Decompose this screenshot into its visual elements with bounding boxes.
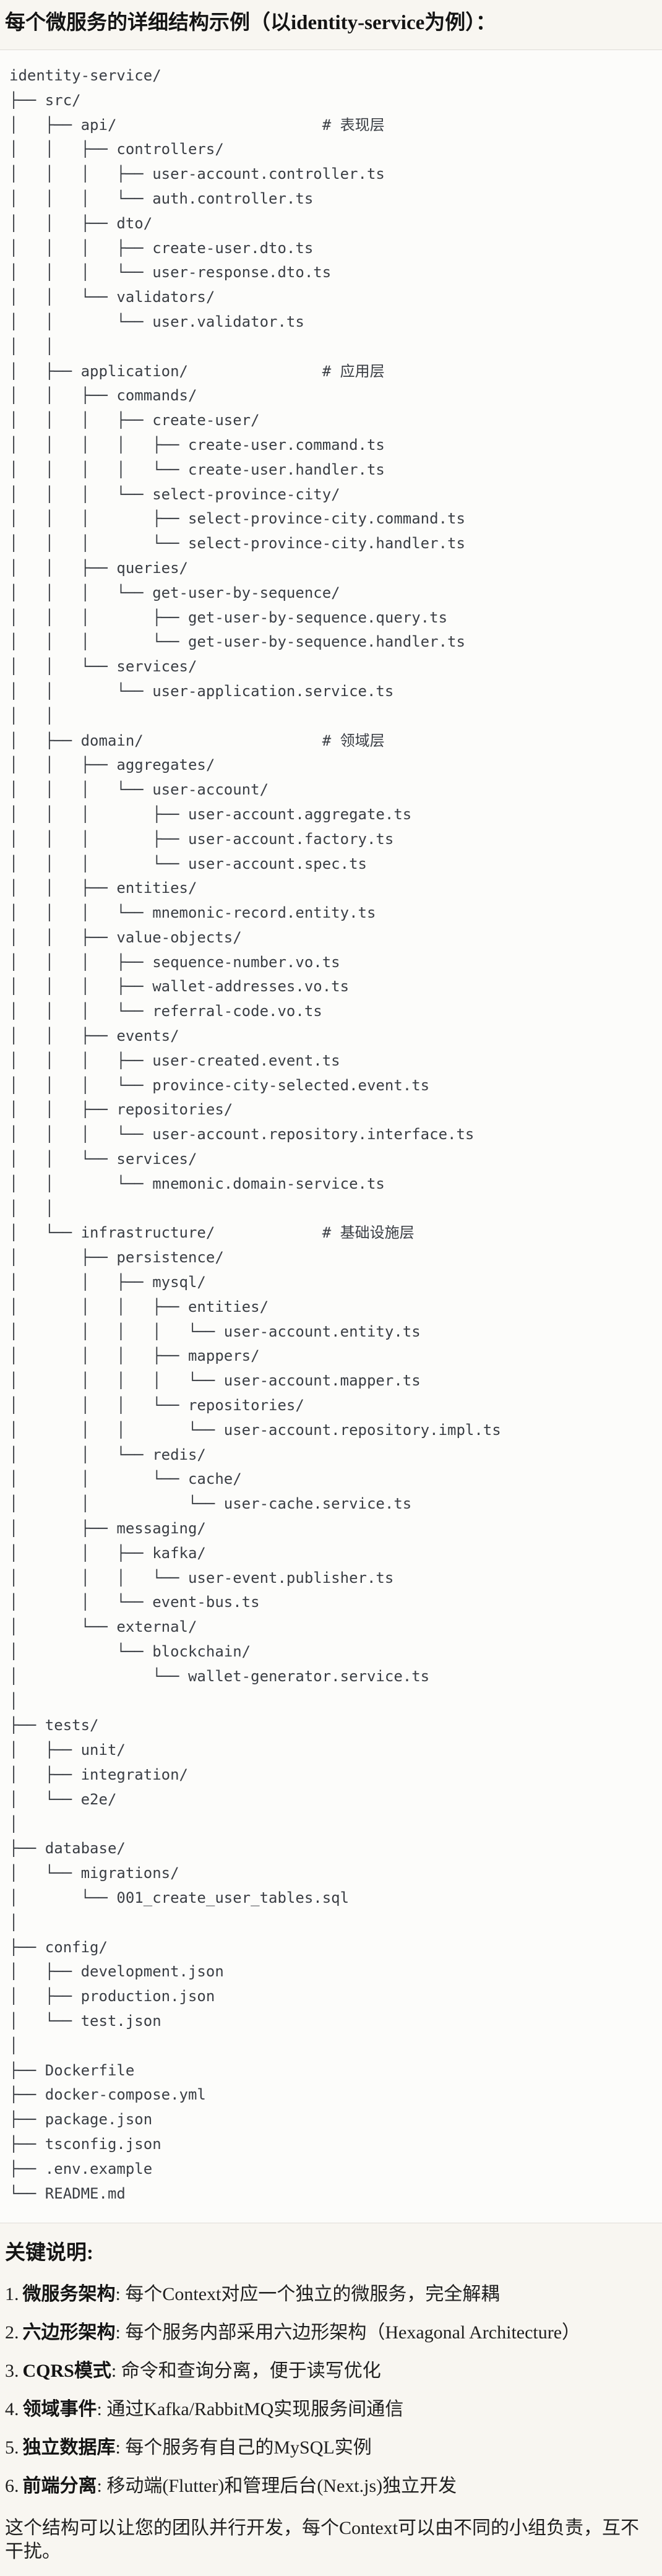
list-item-desc: 每个服务内部采用六边形架构（Hexagonal Architecture）: [125, 2322, 581, 2343]
list-item-term: 六边形架构: [22, 2322, 116, 2343]
list-item-desc: 移动端(Flutter)和管理后台(Next.js)独立开发: [106, 2476, 457, 2497]
directory-tree: identity-service/ ├── src/ │ ├── api/ # …: [9, 67, 501, 2202]
list-item-term: 独立数据库: [22, 2437, 116, 2458]
list-item-desc: 通过Kafka/RabbitMQ实现服务间通信: [106, 2399, 404, 2420]
list-item-separator: :: [115, 2437, 126, 2458]
notes-heading: 关键说明:: [5, 2242, 93, 2265]
notes-list: 1.微服务架构: 每个Context对应一个独立的微服务，完全解耦 2.六边形架…: [5, 2283, 657, 2498]
list-item: 4.领域事件: 通过Kafka/RabbitMQ实现服务间通信: [5, 2398, 657, 2421]
list-item: 6.前端分离: 移动端(Flutter)和管理后台(Next.js)独立开发: [5, 2475, 657, 2498]
list-item-desc: 命令和查询分离，便于读写优化: [121, 2361, 381, 2382]
list-item-separator: :: [115, 2284, 126, 2305]
list-item-number: 3.: [5, 2361, 19, 2382]
list-item-term: CQRS模式: [22, 2361, 111, 2382]
list-item: 5.独立数据库: 每个服务有自己的MySQL实例: [5, 2436, 657, 2460]
list-item-number: 5.: [5, 2437, 19, 2458]
list-item-number: 2.: [5, 2322, 19, 2343]
list-item-separator: :: [111, 2361, 121, 2382]
list-item: 2.六边形架构: 每个服务内部采用六边形架构（Hexagonal Archite…: [5, 2321, 657, 2345]
list-item-separator: :: [97, 2399, 107, 2420]
list-item-number: 1.: [5, 2284, 19, 2305]
closing-paragraph: 这个结构可以让您的团队并行开发，每个Context可以由不同的小组负责，互不干扰…: [5, 2518, 639, 2562]
page-title: 每个微服务的详细结构示例（以identity-service为例）：: [5, 12, 496, 34]
list-item-term: 前端分离: [22, 2476, 97, 2497]
list-item: 1.微服务架构: 每个Context对应一个独立的微服务，完全解耦: [5, 2283, 657, 2306]
list-item: 3.CQRS模式: 命令和查询分离，便于读写优化: [5, 2359, 657, 2383]
code-block: identity-service/ ├── src/ │ ├── api/ # …: [0, 50, 662, 2224]
list-item-separator: :: [115, 2322, 126, 2343]
list-item-separator: :: [97, 2476, 107, 2497]
list-item-number: 4.: [5, 2399, 19, 2420]
list-item-desc: 每个服务有自己的MySQL实例: [125, 2437, 372, 2458]
list-item-number: 6.: [5, 2476, 19, 2497]
list-item-term: 领域事件: [22, 2399, 97, 2420]
list-item-term: 微服务架构: [22, 2284, 116, 2305]
list-item-desc: 每个Context对应一个独立的微服务，完全解耦: [125, 2284, 500, 2305]
